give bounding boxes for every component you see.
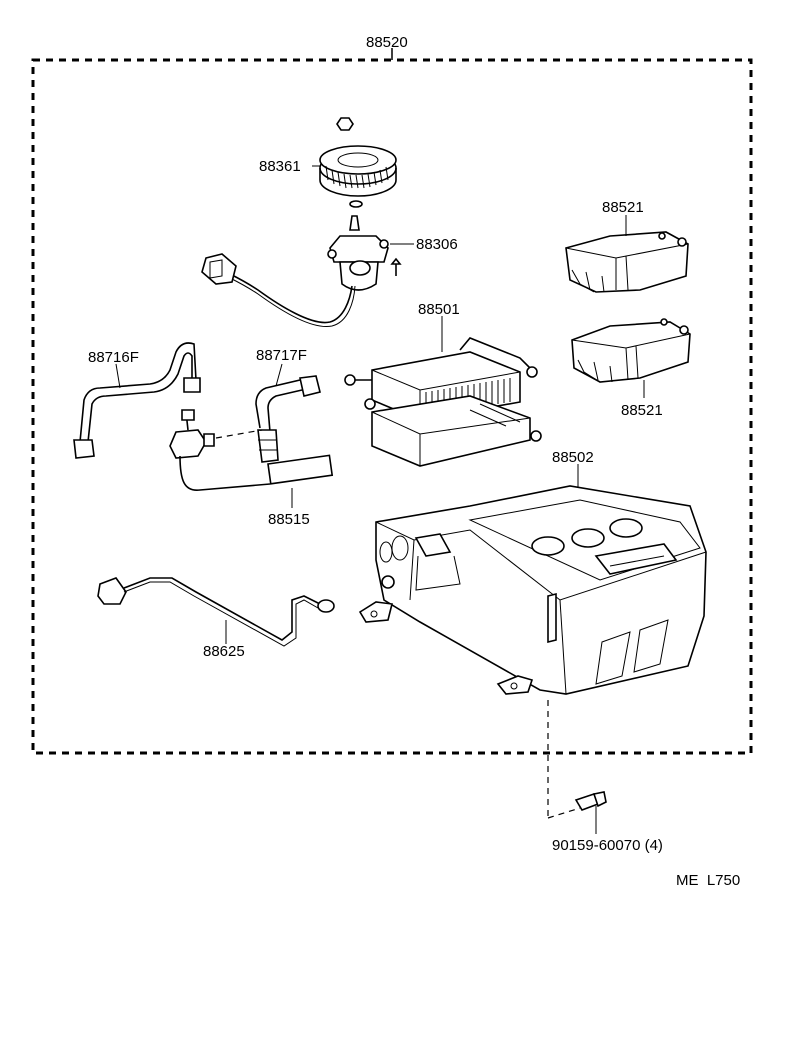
label-88501: 88501 [418,301,460,318]
tube-88716f-drawing [73,342,201,459]
label-88515: 88515 [268,511,310,528]
label-88625: 88625 [203,643,245,660]
motor-wire-drawing [201,253,356,328]
leader-88717f [275,363,283,387]
case-88521-upper-drawing [565,231,689,293]
label-88306: 88306 [416,236,458,253]
label-88521-upper: 88521 [602,199,644,216]
label-bolt: 90159-60070 (4) [552,837,663,854]
leader-88716f [115,363,121,389]
label-88520: 88520 [366,34,408,51]
blower-motor-drawing [327,215,402,291]
tube-88717f-drawing [255,375,321,463]
label-88716f: 88716F [88,349,139,366]
case-88521-lower-drawing [571,318,691,383]
label-88717f: 88717F [256,347,307,364]
footer-code: ME L750 [676,872,740,889]
label-88521-lower: 88521 [621,402,663,419]
bolt-drawing [547,700,607,819]
cooling-case-88502-drawing [358,485,707,695]
assembly-boundary [31,48,753,755]
blower-fan-drawing [319,117,397,208]
label-88361: 88361 [259,158,301,175]
evaporator-drawing [344,337,542,467]
wire-harness-drawing [97,577,335,647]
label-88502: 88502 [552,449,594,466]
thermistor-drawing [169,409,334,491]
